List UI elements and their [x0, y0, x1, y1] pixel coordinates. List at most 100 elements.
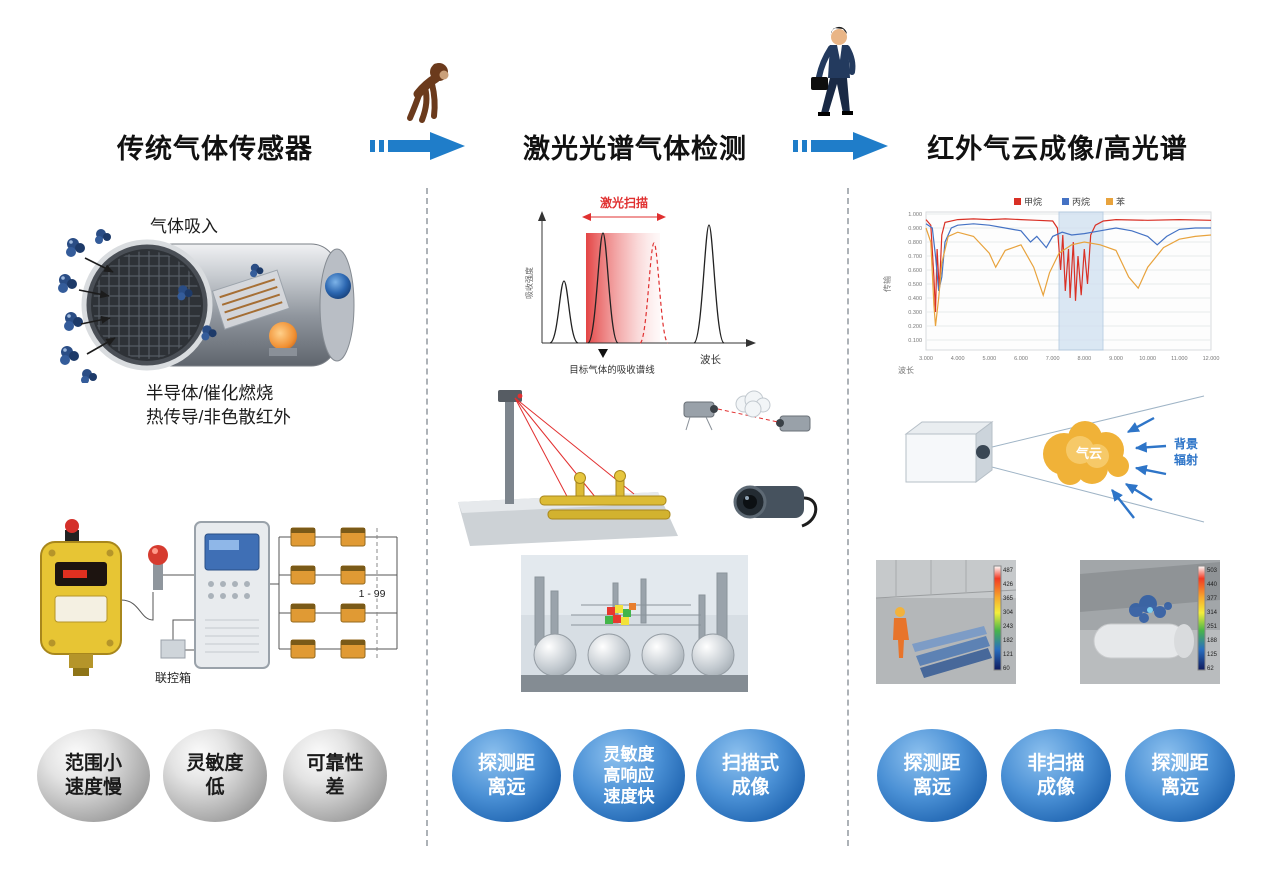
svg-text:377: 377	[1207, 596, 1218, 602]
absorption-peaks	[549, 224, 725, 344]
laser-scan-band	[586, 233, 660, 343]
sensor-tech-line2: 热传导/非色散红外	[146, 407, 291, 427]
drawback-bubble-reliability: 可靠性 差	[283, 729, 387, 822]
svg-text:0.400: 0.400	[908, 296, 922, 302]
advantage-bubble-distance-3: 探测距 离远	[1125, 729, 1235, 822]
column-separator-1	[426, 188, 428, 846]
svg-text:121: 121	[1003, 652, 1014, 658]
target-line-caption: 目标气体的吸收谱线	[569, 364, 655, 376]
svg-text:426: 426	[1003, 582, 1014, 588]
background-radiation-label-line2: 辐射	[1174, 452, 1198, 467]
svg-text:243: 243	[1003, 624, 1014, 630]
svg-text:8.000: 8.000	[1077, 356, 1091, 362]
svg-text:0.700: 0.700	[908, 254, 922, 260]
gas-puff-cloud	[735, 390, 771, 418]
svg-text:0.500: 0.500	[908, 282, 922, 288]
scanning-camera	[733, 485, 818, 528]
plant-structures	[534, 572, 728, 648]
svg-text:4.000: 4.000	[951, 356, 965, 362]
y-tick-labels: 1.000 0.900 0.800 0.700 0.600 0.500 0.400 0.300…	[908, 212, 922, 344]
drawback-bubble-sensitivity: 灵敏度 低	[163, 729, 267, 822]
svg-text:251: 251	[1207, 624, 1218, 630]
chimpanzee-icon	[407, 63, 449, 123]
series-propane	[925, 223, 1211, 292]
svg-text:3.000: 3.000	[919, 356, 933, 362]
svg-text:487: 487	[1003, 568, 1014, 574]
open-path-detector-pair	[683, 390, 811, 432]
y-axis-label: 吸收强度	[524, 267, 534, 299]
advantage-bubble-distance-2: 探测距 离远	[877, 729, 987, 822]
thermal-pipes	[912, 626, 992, 678]
svg-text:7.000: 7.000	[1046, 356, 1060, 362]
advantage-bubble-sensitivity: 灵敏度 高响应 速度快	[573, 729, 685, 822]
svg-text:0.300: 0.300	[908, 310, 922, 316]
column1-title: 传统气体传感器	[117, 134, 313, 164]
thermal-person	[893, 607, 909, 658]
drawback-bubble-range: 范围小 速度慢	[37, 729, 150, 822]
thermal-colorbar	[993, 565, 1002, 671]
chart-legend: 甲烷 丙烷 苯	[1014, 196, 1125, 207]
column-separator-2	[847, 188, 849, 846]
svg-text:188: 188	[1207, 638, 1218, 644]
gas-detector-device	[40, 519, 122, 676]
x-axis-label: 波长	[700, 353, 721, 366]
svg-text:11.000: 11.000	[1171, 356, 1187, 362]
junction-box	[160, 639, 186, 659]
intake-arrows	[78, 257, 116, 355]
svg-text:182: 182	[1003, 638, 1014, 644]
svg-text:0.100: 0.100	[908, 338, 922, 344]
evolution-arrow-1-icon	[370, 132, 465, 160]
alarm-beacon	[148, 545, 168, 590]
gas-molecules	[58, 229, 264, 383]
laser-scan-range-arrow	[582, 213, 666, 221]
advantage-bubble-scanning: 扫描式 成像	[696, 729, 805, 822]
svg-text:365: 365	[1003, 596, 1014, 602]
svg-text:503: 503	[1207, 568, 1218, 574]
gas-intake-label: 气体吸入	[150, 217, 218, 236]
svg-text:0.900: 0.900	[908, 226, 922, 232]
x-axis-label: 波长	[898, 365, 914, 375]
evolution-arrow-2-icon	[793, 132, 888, 160]
y-axis-label: 传输	[882, 276, 892, 292]
svg-text:0.800: 0.800	[908, 240, 922, 246]
svg-text:9.000: 9.000	[1109, 356, 1123, 362]
advantage-bubble-distance: 探测距 离远	[452, 729, 561, 822]
svg-text:12.000: 12.000	[1203, 356, 1220, 362]
laser-scan-spectrum-chart: 激光扫描 吸收强度 波长 目标气体的吸收谱线	[524, 195, 756, 376]
remote-sensor-network: 1 - 99	[290, 527, 387, 660]
sensor-count-label: 1 - 99	[359, 588, 386, 600]
svg-text:10.000: 10.000	[1139, 356, 1156, 362]
svg-text:6.000: 6.000	[1014, 356, 1028, 362]
wiring	[120, 536, 398, 651]
svg-text:314: 314	[1207, 610, 1218, 616]
svg-text:0.600: 0.600	[908, 268, 922, 274]
svg-text:60: 60	[1003, 666, 1010, 672]
controller-cabinet	[194, 521, 270, 669]
series-benzene	[925, 227, 1212, 327]
thermal-colorbar	[1197, 565, 1206, 671]
field-of-view-lines	[987, 395, 1205, 523]
legend-propane: 丙烷	[1072, 196, 1090, 207]
refinery-photo	[521, 555, 748, 692]
transmission-spectra-chart: 甲烷 丙烷 苯 1.000 0.900 0.800 0.700 0.600 0.500 0.…	[882, 196, 1219, 375]
background-radiation-label-line1: 背景	[1174, 436, 1198, 451]
svg-text:0.200: 0.200	[908, 324, 922, 330]
gas-alarm-system-illustration: 联控箱 1 - 99	[40, 519, 398, 685]
advantage-bubble-nonscanning: 非扫描 成像	[1001, 729, 1111, 822]
target-marker	[598, 349, 608, 358]
legend-benzene: 苯	[1116, 196, 1125, 207]
legend-methane: 甲烷	[1024, 196, 1042, 207]
gas-cloud-imaging-diagram: 气云 背景 辐射	[904, 395, 1205, 523]
imager-device	[904, 421, 994, 483]
gas-cloud-label: 气云	[1076, 446, 1102, 461]
laser-scan-label: 激光扫描	[600, 195, 648, 210]
column3-title: 红外气云成像/高光谱	[927, 134, 1188, 164]
sensor-tech-line1: 半导体/催化燃烧	[146, 383, 274, 403]
svg-text:1.000: 1.000	[908, 212, 922, 218]
thermal-overlay-patch	[605, 603, 636, 625]
column2-title: 激光光谱气体检测	[523, 134, 747, 164]
